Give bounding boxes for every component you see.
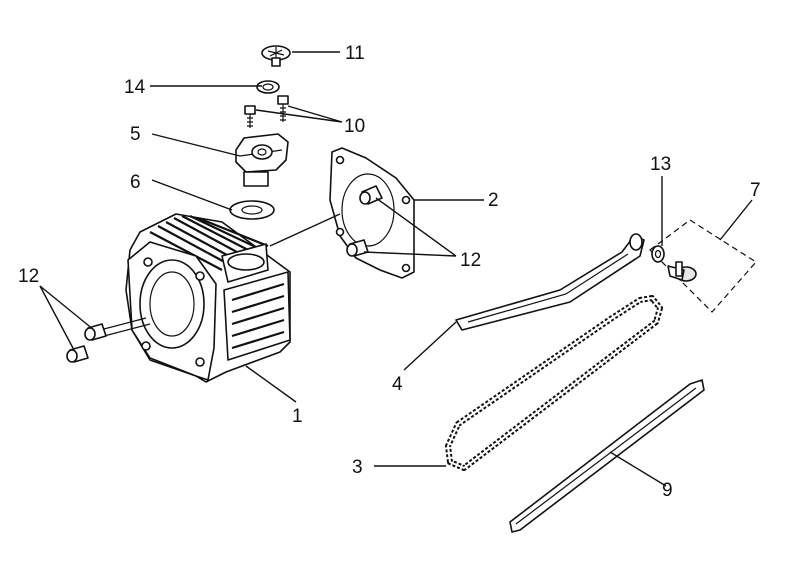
- callout-6: 6: [130, 172, 141, 193]
- callout-14: 14: [124, 77, 146, 98]
- leader-7: [719, 199, 753, 241]
- part-6-gasket: [229, 200, 275, 220]
- leader-lines: [39, 51, 753, 487]
- leader-6: [151, 179, 233, 211]
- part-12-dowels-left: [66, 323, 107, 363]
- callout-11: 11: [345, 43, 365, 64]
- callout-9: 9: [662, 480, 673, 501]
- part-4-tensioner-guide: [455, 233, 645, 331]
- callout-10: 10: [344, 116, 365, 137]
- part-14-oring: [256, 80, 280, 94]
- part-7-tensioner-group: [649, 219, 757, 313]
- leader-1: [245, 365, 297, 403]
- callout-2: 2: [488, 190, 499, 211]
- callout-labels: 11 14 10 5 6 2 12 12 1 4 3 9 13 7: [18, 43, 761, 501]
- part-10-bolts: [244, 95, 289, 128]
- part-13-washer: [651, 245, 665, 263]
- callout-4: 4: [392, 374, 403, 395]
- part-3-cam-chain: [445, 295, 663, 471]
- part-9-chain-guide: [509, 379, 705, 533]
- part-11-cap: [261, 45, 291, 67]
- leader-2-link: [269, 213, 341, 247]
- callout-12-right: 12: [460, 250, 481, 271]
- leader-4: [403, 321, 457, 371]
- callout-7: 7: [750, 180, 761, 201]
- leader-10: [255, 105, 343, 123]
- callout-3: 3: [352, 457, 363, 478]
- part-1-cylinder: [99, 213, 291, 383]
- leader-5: [151, 133, 241, 157]
- callout-12-left: 12: [18, 266, 39, 287]
- part-5-tensioner-housing: [235, 133, 289, 187]
- leader-9: [609, 451, 667, 487]
- leader-12-left: [39, 285, 95, 351]
- callout-1: 1: [292, 406, 303, 427]
- leader-12-right: [363, 197, 457, 257]
- callout-13: 13: [650, 154, 671, 175]
- callout-5: 5: [130, 124, 141, 145]
- part-2-head-gasket: [329, 147, 415, 279]
